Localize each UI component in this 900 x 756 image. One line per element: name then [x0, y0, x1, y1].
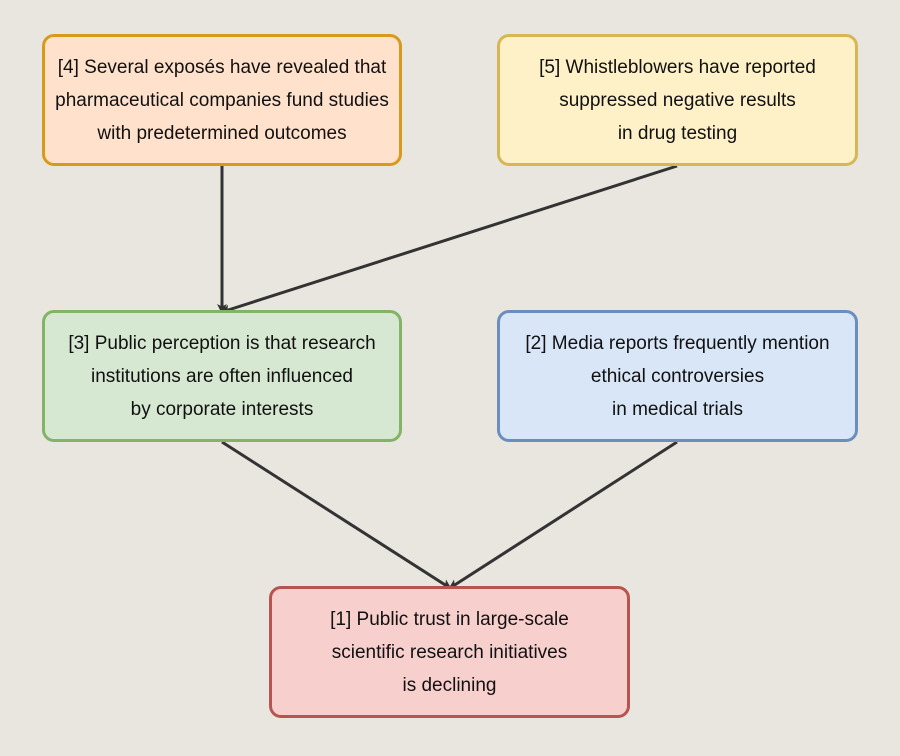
- node-5-line-1: [5] Whistleblowers have reported: [539, 56, 816, 78]
- node-5-line-2: suppressed negative results: [559, 89, 796, 111]
- node-3[interactable]: [3] Public perception is that research i…: [42, 310, 402, 442]
- node-5-line-3: in drug testing: [617, 122, 738, 144]
- node-4[interactable]: [4] Several exposés have revealed that p…: [42, 34, 402, 166]
- node-5[interactable]: [5] Whistleblowers have reported suppres…: [497, 34, 858, 166]
- node-3-line-2: institutions are often influenced: [91, 365, 353, 387]
- node-2-line-2: ethical controversies: [590, 365, 765, 387]
- node-1[interactable]: [1] Public trust in large-scale scientif…: [269, 586, 630, 718]
- node-4-line-1: [4] Several exposés have revealed that: [57, 56, 387, 78]
- node-2-line-1: [2] Media reports frequently mention: [525, 332, 830, 354]
- edge-5-to-3: [220, 164, 678, 315]
- node-3-line-1: [3] Public perception is that research: [68, 332, 376, 354]
- node-2-line-3: in medical trials: [612, 398, 743, 420]
- edge-3-to-1: [221, 440, 452, 590]
- node-2[interactable]: [2] Media reports frequently mention eth…: [497, 310, 858, 442]
- edge-2-to-1: [448, 440, 678, 590]
- node-1-line-1: [1] Public trust in large-scale: [330, 608, 569, 630]
- node-4-line-2: pharmaceutical companies fund studies: [55, 89, 389, 111]
- node-1-line-2: scientific research initiatives: [331, 641, 568, 663]
- node-3-line-3: by corporate interests: [130, 398, 314, 420]
- node-1-line-3: is declining: [402, 674, 497, 696]
- node-4-line-3: with predetermined outcomes: [97, 122, 347, 144]
